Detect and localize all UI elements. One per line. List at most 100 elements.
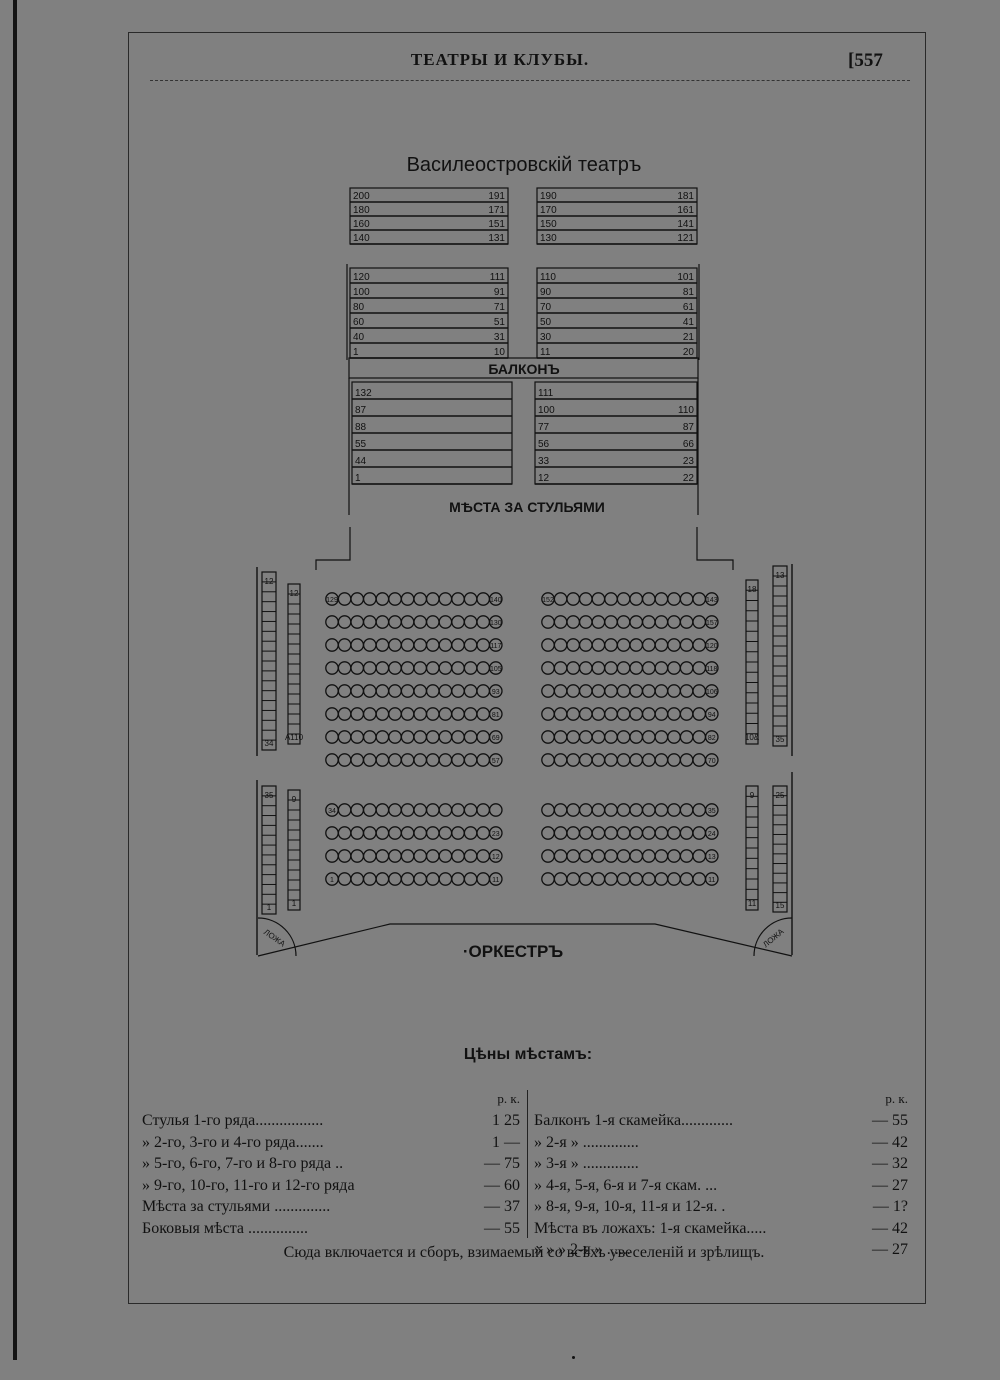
chair-seat bbox=[463, 707, 478, 721]
chair-seat bbox=[388, 826, 402, 840]
balcony-label: БАЛКОНЪ bbox=[488, 361, 559, 377]
chair-seat bbox=[337, 753, 352, 767]
bench-number-end: 20 bbox=[683, 347, 695, 358]
bench-number-start: 30 bbox=[540, 332, 552, 343]
chair-number-end: 23 bbox=[492, 831, 500, 838]
bench-number-start: 55 bbox=[355, 439, 367, 450]
chair-seat bbox=[488, 661, 503, 675]
side-number-top: 12 bbox=[290, 589, 299, 598]
chair-seat bbox=[362, 803, 377, 817]
bench-number-end: 81 bbox=[683, 287, 695, 298]
chair-seat bbox=[541, 638, 555, 652]
chair-seat bbox=[350, 592, 365, 606]
chair-seat bbox=[566, 638, 581, 652]
price-value: — 27 bbox=[872, 1241, 908, 1258]
side-number-bottom: 1 bbox=[292, 899, 297, 908]
chair-seat bbox=[541, 661, 555, 675]
chair-seat bbox=[566, 849, 581, 863]
bench-number-end: 141 bbox=[677, 219, 694, 230]
chair-seat bbox=[350, 803, 365, 817]
chair-seat bbox=[375, 638, 390, 652]
chair-seat bbox=[463, 638, 478, 652]
chair-seat bbox=[400, 661, 415, 675]
chair-number-end: 12 bbox=[492, 854, 500, 861]
chair-seat bbox=[413, 684, 428, 698]
chair-number-start: 129 bbox=[326, 597, 338, 604]
chair-seat bbox=[616, 803, 631, 817]
bench-number-end: 31 bbox=[494, 332, 506, 343]
price-row: » 5-го, 6-го, 7-го и 8-го ряда ..— 75 bbox=[142, 1153, 520, 1175]
chair-number-end: 118 bbox=[706, 666, 717, 673]
price-label: » 9-го, 10-го, 11-го и 12-го ряда bbox=[142, 1176, 355, 1194]
chair-seat bbox=[413, 638, 428, 652]
chair-seat bbox=[451, 803, 465, 817]
bench-number-start: 87 bbox=[355, 405, 367, 416]
chair-seat bbox=[425, 753, 440, 767]
chair-seat bbox=[704, 615, 719, 629]
orchestra-label: ·ОРКЕСТРЪ bbox=[463, 942, 564, 961]
chair-seat bbox=[375, 872, 390, 886]
chair-number-end: 69 bbox=[492, 735, 500, 742]
chair-seat bbox=[350, 849, 365, 863]
chair-seat bbox=[337, 849, 352, 863]
chair-seat bbox=[553, 638, 568, 652]
chair-seat bbox=[413, 730, 428, 744]
side-number-bottom: 35 bbox=[776, 735, 785, 744]
price-value: — 27 bbox=[872, 1176, 908, 1194]
page-number: [557 bbox=[848, 50, 883, 71]
chair-seat bbox=[375, 615, 390, 629]
chair-seat bbox=[463, 872, 478, 886]
chair-seat bbox=[578, 638, 593, 652]
chair-seat bbox=[578, 803, 593, 817]
chair-seat bbox=[604, 592, 618, 606]
chair-number-end: 11 bbox=[492, 877, 499, 884]
page-frame bbox=[128, 32, 926, 1304]
chair-number-end: 130 bbox=[490, 620, 502, 627]
chair-seat bbox=[629, 592, 644, 606]
chair-seat bbox=[375, 592, 390, 606]
chair-seat bbox=[337, 638, 352, 652]
bench-number-end: 181 bbox=[677, 191, 694, 202]
chair-seat bbox=[541, 615, 555, 629]
chair-seat bbox=[488, 753, 503, 767]
chair-seat bbox=[591, 730, 606, 744]
chair-seat bbox=[375, 684, 390, 698]
chair-seat bbox=[629, 826, 644, 840]
side-number-bottom: A110 bbox=[285, 733, 304, 742]
footnote: Сюда включается и сборъ, взимаемый со вс… bbox=[283, 1244, 765, 1261]
chair-seat bbox=[362, 615, 377, 629]
price-label: Боковыя мѣста ............... bbox=[142, 1219, 309, 1237]
chair-row-lower-right bbox=[541, 803, 719, 817]
chair-seat bbox=[591, 753, 606, 767]
chair-seat bbox=[616, 684, 631, 698]
chair-seat bbox=[541, 684, 555, 698]
chair-seat bbox=[553, 684, 568, 698]
chair-seat bbox=[641, 707, 656, 721]
chair-number-end: 105 bbox=[490, 666, 502, 673]
bench-number-start: 40 bbox=[353, 332, 365, 343]
chair-seat bbox=[488, 803, 503, 817]
chair-seat bbox=[425, 638, 440, 652]
price-row: » » » 2-я » ......— 27 bbox=[534, 1239, 908, 1261]
chair-seat bbox=[616, 707, 631, 721]
chair-seat bbox=[679, 592, 694, 606]
chair-seat bbox=[566, 684, 581, 698]
side-lower-left-outer bbox=[261, 785, 277, 915]
header-rule bbox=[150, 80, 910, 81]
chair-seat bbox=[400, 826, 415, 840]
chair-number-end: 120 bbox=[706, 643, 718, 650]
chair-seat bbox=[438, 592, 453, 606]
price-label: Балконъ 1-я скамейка............. bbox=[534, 1112, 734, 1129]
bench-number-start: 190 bbox=[540, 191, 557, 202]
chair-seat bbox=[350, 684, 365, 698]
bench-number-end: 71 bbox=[494, 302, 506, 313]
chair-seat bbox=[350, 707, 365, 721]
chair-seat bbox=[362, 707, 377, 721]
chair-seat bbox=[425, 826, 440, 840]
bench-number-start: 110 bbox=[540, 272, 556, 283]
chair-seat bbox=[591, 872, 606, 886]
chair-seat bbox=[451, 730, 465, 744]
chair-seat bbox=[325, 753, 339, 767]
chair-seat bbox=[578, 872, 593, 886]
